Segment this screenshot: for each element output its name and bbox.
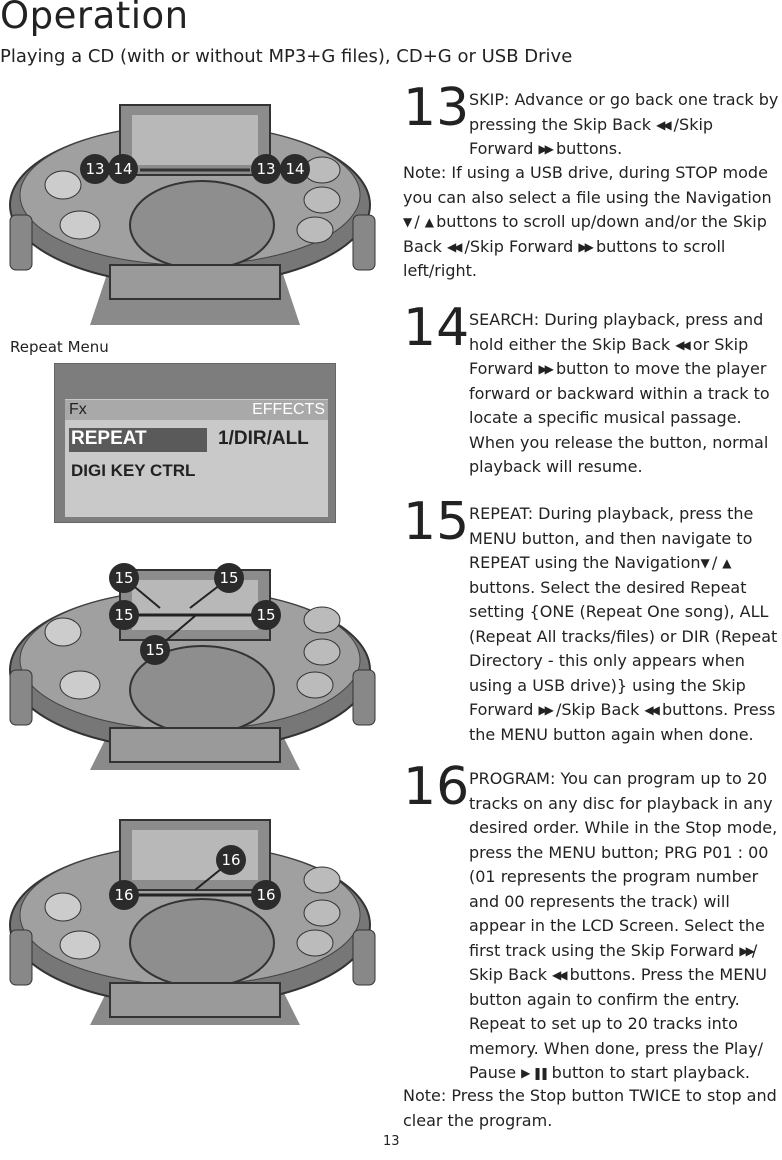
step-text: REPEAT: During playback, press the MENU … [469, 504, 778, 744]
lcd-digi-key-ctrl: DIGI KEY CTRL [71, 461, 196, 480]
step-16: 16 PROGRAM: You can program up to 20 tra… [403, 761, 781, 1086]
repeat-menu-lcd: Fx EFFECTS REPEAT 1/DIR/ALL DIGI KEY CTR… [54, 363, 336, 523]
step-14: 14 SEARCH: During playback, press and ho… [403, 302, 781, 480]
page-number: 13 [383, 1134, 400, 1149]
skip-forward-icon: ▶▶ [578, 239, 594, 254]
callout-13-right: 13 [251, 154, 281, 184]
svg-text:14: 14 [285, 160, 304, 178]
skip-back-icon: ◀◀ [656, 117, 672, 132]
page-title: Operation [0, 0, 189, 37]
nav-down-icon: ▼ [700, 556, 710, 570]
callout-14-left: 14 [108, 154, 138, 184]
svg-text:16: 16 [114, 886, 133, 904]
lcd-fx: Fx [69, 401, 87, 418]
step-number: 14 [403, 298, 470, 358]
callout-15-bottom: 15 [140, 635, 170, 665]
callout-16-right: 16 [251, 880, 281, 910]
step-text: SEARCH: During playback, press and hold … [469, 310, 770, 476]
callout-15-mid-right: 15 [251, 600, 281, 630]
callout-15-top-right: 15 [214, 563, 244, 593]
lcd-repeat-value: 1/DIR/ALL [218, 428, 309, 449]
skip-back-icon: ◀◀ [644, 703, 660, 717]
svg-text:15: 15 [114, 569, 133, 587]
nav-up-icon: ▲ [424, 215, 434, 229]
page-subtitle: Playing a CD (with or without MP3+G file… [0, 46, 573, 67]
step-text: PROGRAM: You can program up to 20 tracks… [469, 769, 778, 1082]
callout-15-mid-left: 15 [109, 600, 139, 630]
svg-text:15: 15 [145, 641, 164, 659]
karaoke-machine-figure-2: 15 15 15 15 15 [0, 560, 385, 770]
step-15: 15 REPEAT: During playback, press the ME… [403, 496, 781, 747]
skip-forward-icon: ▶▶ [538, 703, 554, 717]
karaoke-machine-figure-3: 16 16 16 [0, 815, 385, 1025]
svg-text:15: 15 [256, 606, 275, 624]
svg-text:13: 13 [85, 160, 104, 178]
pause-icon: ❚❚ [532, 1066, 549, 1080]
nav-down-icon: ▼ [403, 215, 412, 229]
callout-16-left: 16 [109, 880, 139, 910]
skip-back-icon: ◀◀ [552, 968, 568, 982]
step-number: 15 [403, 492, 470, 552]
skip-forward-icon: ▶▶ [538, 142, 554, 156]
lcd-repeat-highlight: REPEAT [69, 428, 207, 452]
karaoke-machine-figure-1: 13 14 13 14 [0, 85, 385, 325]
skip-back-icon: ◀◀ [675, 337, 691, 352]
karaoke-machine-illustration: 16 16 16 [9, 819, 376, 1025]
skip-back-icon: ◀◀ [446, 239, 463, 254]
step-number: 16 [403, 757, 470, 817]
note-13: Note: If using a USB drive, during STOP … [403, 163, 772, 280]
step-number: 13 [403, 78, 470, 138]
repeat-menu-label: Repeat Menu [10, 338, 109, 356]
svg-text:13: 13 [256, 160, 275, 178]
skip-forward-icon: ▶▶ [538, 362, 554, 376]
skip-forward-icon: ▶▶ [739, 943, 755, 958]
callout-16-top: 16 [216, 845, 246, 875]
svg-text:16: 16 [221, 851, 240, 869]
callout-13-left: 13 [80, 154, 110, 184]
karaoke-machine-illustration: 13 14 13 14 [9, 104, 376, 325]
karaoke-machine-illustration: 15 15 15 15 15 [9, 563, 376, 770]
play-icon: ▶ [521, 1066, 530, 1080]
note-label: Note: [403, 1086, 447, 1105]
note-16: Note: Press the Stop button TWICE to sto… [403, 1086, 777, 1130]
step-13: 13 SKIP: Advance or go back one track by… [403, 82, 781, 162]
svg-text:15: 15 [114, 606, 133, 624]
nav-up-icon: ▲ [722, 556, 731, 570]
svg-text:14: 14 [113, 160, 132, 178]
callout-14-right: 14 [280, 154, 310, 184]
svg-text:15: 15 [219, 569, 238, 587]
step-text: SKIP: Advance or go back one track by pr… [469, 90, 779, 158]
lcd-effects: EFFECTS [252, 401, 325, 418]
note-label: Note: [403, 163, 447, 182]
callout-15-top-left: 15 [109, 563, 139, 593]
svg-text:16: 16 [256, 886, 275, 904]
